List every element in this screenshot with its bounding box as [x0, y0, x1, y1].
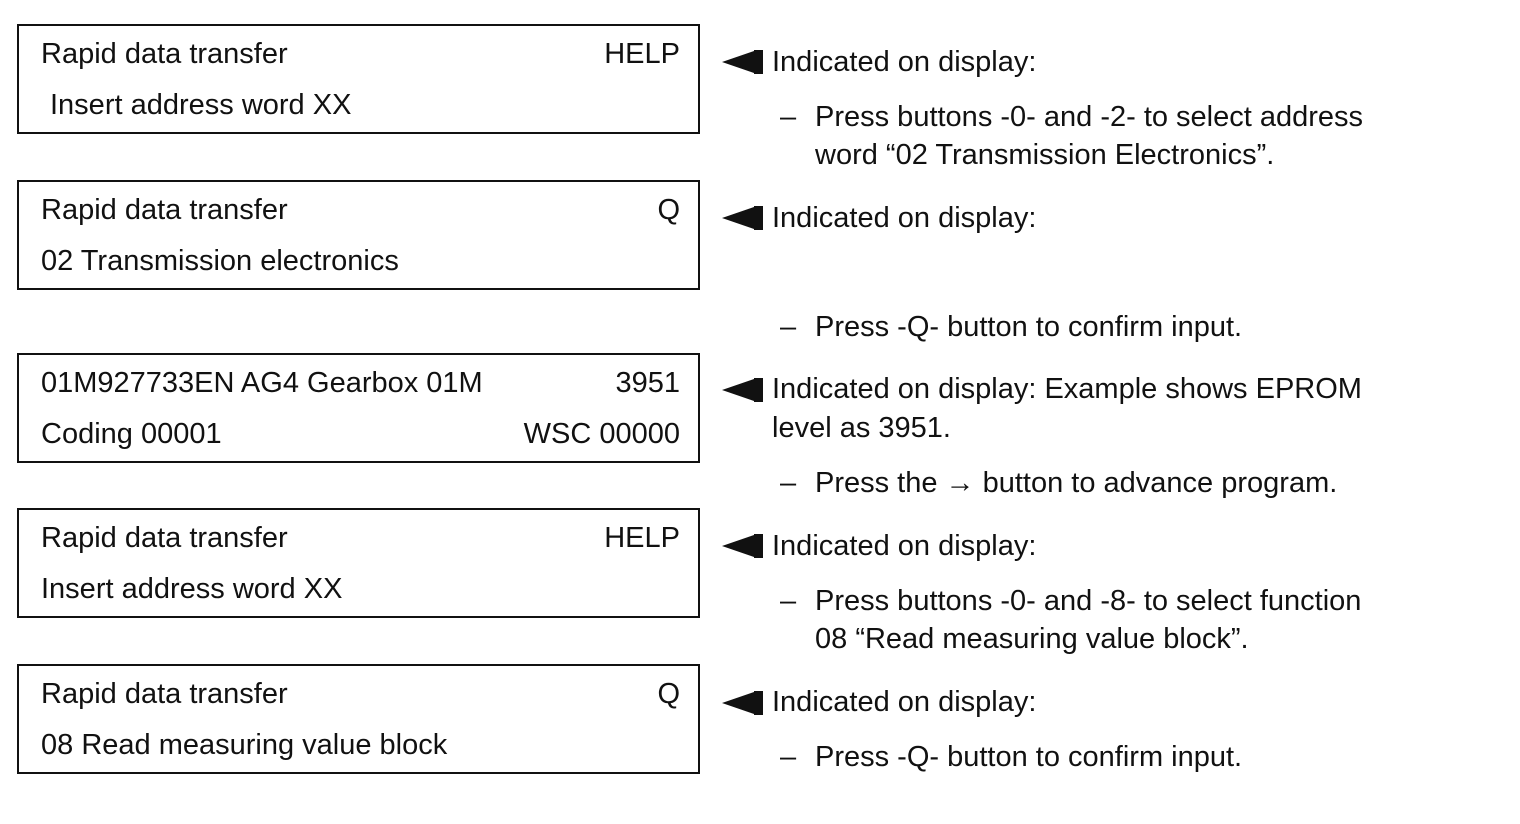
display-box-5: Rapid data transfer Q 08 Read measuring … — [17, 664, 700, 774]
display-line-1: Rapid data transfer — [41, 38, 288, 70]
display-box-4: Rapid data transfer HELP Insert address … — [17, 508, 700, 618]
display-line-2: Coding 00001 — [41, 418, 222, 450]
step-text-line-2: 08 “Read measuring value block”. — [815, 623, 1249, 655]
step-dash: – — [780, 467, 797, 499]
step-dash: – — [780, 741, 797, 773]
display-line-1: 01M927733EN AG4 Gearbox 01M — [41, 367, 483, 399]
display-key-label: HELP — [604, 522, 680, 554]
display-key-label: HELP — [604, 38, 680, 70]
display-eprom-level: 3951 — [615, 367, 680, 399]
step-text-line-2: word “02 Transmission Electronics”. — [815, 139, 1275, 171]
display-line-2: 08 Read measuring value block — [41, 729, 448, 761]
indicated-note-4: Indicated on display: — [772, 530, 1037, 562]
pointer-arrow-icon — [722, 691, 763, 715]
display-box-1: Rapid data transfer HELP Insert address … — [17, 24, 700, 134]
step-text-line-1: Press -Q- button to confirm input. — [815, 311, 1243, 343]
step-dash: – — [780, 101, 797, 133]
pointer-arrow-icon — [722, 378, 763, 402]
display-wsc: WSC 00000 — [523, 418, 680, 450]
step-dash: – — [780, 311, 797, 343]
pointer-arrow-icon — [722, 206, 763, 230]
indicated-note-1: Indicated on display: — [772, 46, 1037, 78]
pointer-arrow-icon — [722, 534, 763, 558]
display-line-1: Rapid data transfer — [41, 194, 288, 226]
display-line-2: Insert address word XX — [50, 89, 352, 121]
step-text-line-1: Press buttons -0- and -8- to select func… — [815, 585, 1362, 617]
display-key-label: Q — [657, 678, 680, 710]
display-line-2: Insert address word XX — [41, 573, 343, 605]
display-line-2: 02 Transmission electronics — [41, 245, 399, 277]
indicated-note-3-line-1: Indicated on display: Example shows EPRO… — [772, 373, 1362, 405]
indicated-note-2: Indicated on display: — [772, 202, 1037, 234]
indicated-note-3-line-2: level as 3951. — [772, 412, 951, 444]
step-dash: – — [780, 585, 797, 617]
step-text-line-1: Press -Q- button to confirm input. — [815, 741, 1243, 773]
pointer-arrow-icon — [722, 50, 763, 74]
display-line-1: Rapid data transfer — [41, 678, 288, 710]
display-line-1: Rapid data transfer — [41, 522, 288, 554]
indicated-note-5: Indicated on display: — [772, 686, 1037, 718]
display-box-3: 01M927733EN AG4 Gearbox 01M 3951 Coding … — [17, 353, 700, 463]
display-box-2: Rapid data transfer Q 02 Transmission el… — [17, 180, 700, 290]
step-text-line-1: Press the → button to advance program. — [815, 467, 1338, 499]
step-text-line-1: Press buttons -0- and -2- to select addr… — [815, 101, 1364, 133]
display-key-label: Q — [657, 194, 680, 226]
